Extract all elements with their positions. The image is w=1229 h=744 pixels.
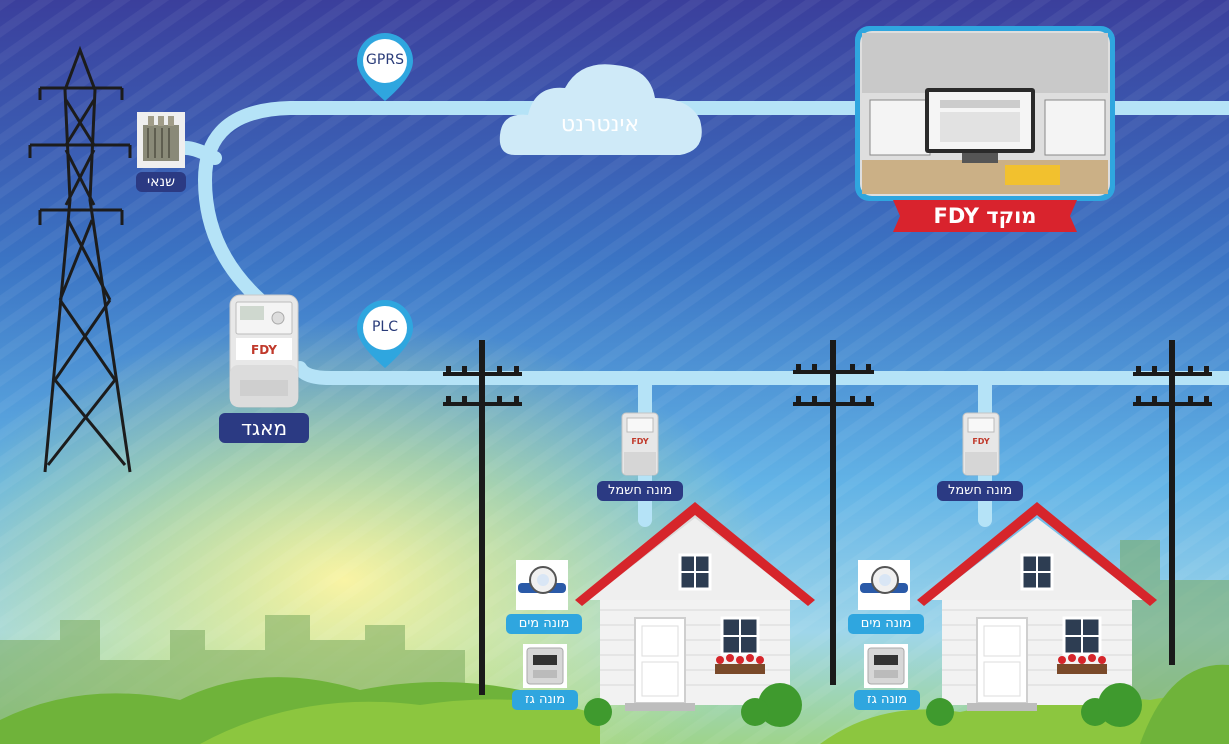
meter-brand: FDY: [251, 343, 277, 357]
gas-meter-icon: [864, 644, 908, 688]
electric-meter-label: מונה חשמל: [937, 481, 1023, 501]
water-meter-label: מונה מים: [506, 614, 582, 634]
water-meter-icon: [858, 560, 910, 610]
map-pin-icon: [357, 33, 413, 101]
control-center-ribbon: [893, 200, 1077, 232]
plc-label: PLC: [371, 319, 399, 335]
control-center-monitor-icon: [855, 26, 1115, 201]
house-icon: [917, 502, 1157, 711]
transformer-icon: [137, 112, 185, 168]
gprs-label: GPRS: [366, 52, 404, 68]
concentrator-meter-icon: FDY: [229, 294, 299, 408]
map-pin-icon: [357, 300, 413, 368]
meter-brand: FDY: [631, 437, 649, 446]
gas-meter-icon: [523, 644, 567, 688]
gas-meter-label: מונה גז: [512, 690, 578, 710]
gas-meter-label: מונה גז: [854, 690, 920, 710]
water-meter-icon: [516, 560, 568, 610]
concentrator-label: מאגד: [219, 413, 309, 443]
electric-meter-icon: FDY: [621, 412, 659, 476]
internet-label: אינטרנט: [560, 112, 640, 137]
transformer-label: שנאי: [136, 172, 186, 192]
electric-meter-label: מונה חשמל: [597, 481, 683, 501]
water-meter-label: מונה מים: [848, 614, 924, 634]
meter-brand: FDY: [972, 437, 990, 446]
control-center-label: מוקד FDY: [933, 204, 1037, 228]
utility-pole-icon: [443, 340, 1212, 695]
power-tower-icon: [28, 45, 132, 473]
house-icon: [575, 502, 815, 711]
cloud-icon: [499, 64, 702, 155]
electric-meter-icon: FDY: [962, 412, 1000, 476]
